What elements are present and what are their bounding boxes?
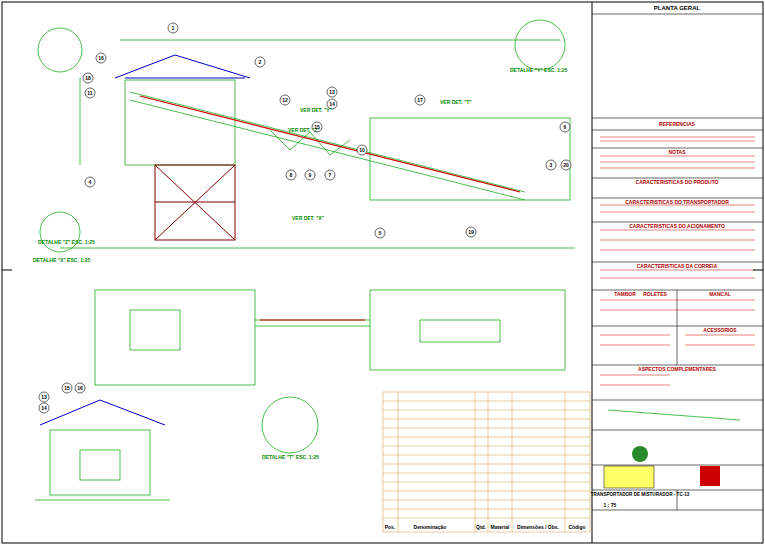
drawing-label: VER DET. "Y" <box>300 108 332 113</box>
drawing-label: Código <box>568 525 585 530</box>
callout-number: 5 <box>379 231 382 236</box>
drawing-label: VER DET. "X" <box>292 216 324 221</box>
drawing-label: TAMBOR <box>614 292 636 297</box>
callout-number: 17 <box>417 98 423 103</box>
callout-number: 9 <box>309 173 312 178</box>
callout-number: 13 <box>41 395 47 400</box>
drawing-label: ACESSORIOS <box>703 328 736 333</box>
drawing-label: Qtd. <box>476 525 486 530</box>
drawing-label: CARACTERISTICAS DO ACIONAMENTO <box>629 224 725 229</box>
callout-number: 3 <box>550 163 553 168</box>
callout-number: 16 <box>98 56 104 61</box>
drawing-label: Denominação <box>414 525 447 530</box>
drawing-label: CARACTERISTICAS DA CORREIA <box>637 264 718 269</box>
callout-number: 20 <box>563 163 569 168</box>
callout-number: 15 <box>64 386 70 391</box>
callout-number: 6 <box>564 125 567 130</box>
callout-number: 1 <box>172 26 175 31</box>
drawing-label: CARACTERISTICAS DO TRANSPORTADOR <box>625 200 729 205</box>
callout-number: 16 <box>77 386 83 391</box>
drawing-label: DETALHE "Y" ESC. 1:25 <box>510 68 567 73</box>
callout-number: 15 <box>314 125 320 130</box>
drawing-label: TRANSPORTADOR DE MISTURADOR - TC-13 <box>591 493 690 498</box>
callout-number: 7 <box>329 173 332 178</box>
callout-number: 14 <box>41 406 47 411</box>
drawing-label: DETALHE "Z" ESC. 1:25 <box>38 240 95 245</box>
drawing-label: ASPECTOS COMPLEMENTARES <box>638 367 716 372</box>
drawing-label: ROLETES <box>643 292 667 297</box>
drawing-label: PLANTA GERAL <box>654 5 700 11</box>
callout-number: 10 <box>359 148 365 153</box>
drawing-label: DETALHE "T" ESC. 1:25 <box>262 455 319 460</box>
drawing-label: CARACTERISTICAS DO PRODUTO <box>636 180 719 185</box>
callout-number: 12 <box>282 98 288 103</box>
callout-number: 11 <box>87 91 92 96</box>
callout-number: 18 <box>85 76 91 81</box>
callout-number: 14 <box>329 102 335 107</box>
drawing-label: VER DET. "T" <box>440 100 472 105</box>
callout-number: 4 <box>89 180 92 185</box>
callout-number: 8 <box>290 173 293 178</box>
drawing-label: MANCAL <box>709 292 731 297</box>
drawing-label: Dimensões / Obs. <box>517 525 559 530</box>
drawing-label: NOTAS <box>668 150 685 155</box>
drawing-label: DETALHE "X" ESC. 1:25 <box>33 258 90 263</box>
callout-number: 13 <box>329 90 335 95</box>
drawing-label: 1 : 75 <box>604 503 617 508</box>
drawing-label: Material <box>491 525 510 530</box>
drawing-label: Pos. <box>385 525 396 530</box>
drawing-label: REFERENCIAS <box>659 122 695 127</box>
callout-number: 19 <box>468 230 474 235</box>
callout-number: 2 <box>259 60 262 65</box>
